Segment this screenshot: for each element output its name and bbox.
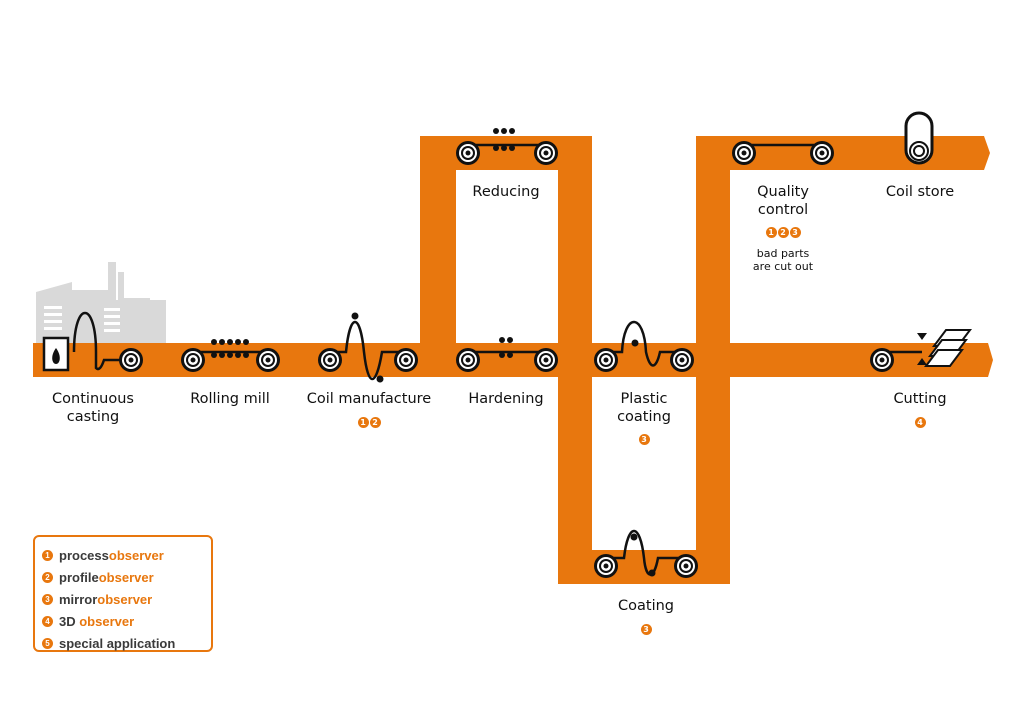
marker-profileobserver: 2: [369, 417, 381, 428]
station-label-cutting: Cutting: [893, 391, 947, 407]
coil-roller-icon: [683, 563, 689, 569]
cutting-icon: [917, 329, 972, 367]
marker-mirrorobserver: 3: [638, 434, 650, 445]
station-label-rolling-mill: Rolling mill: [190, 391, 270, 407]
marker-processobserver: 1: [765, 227, 777, 238]
markers-plastic-coating: 3: [594, 434, 694, 445]
coil-roller-icon: [465, 150, 471, 156]
coil-roller-icon: [190, 357, 196, 363]
coil-roller-icon: [327, 357, 333, 363]
legend-number: 2: [42, 571, 53, 583]
factory-icon: [36, 262, 166, 344]
coil-roller-icon: [819, 150, 825, 156]
coil-roller-icon: [465, 357, 471, 363]
legend-number: 1: [42, 549, 53, 561]
coil-roller-icon: [543, 150, 549, 156]
station-label-reducing: Reducing: [472, 184, 540, 200]
coil-roller-icon: [679, 357, 685, 363]
station-label-coil-store: Coil store: [885, 184, 955, 200]
station-label-hardening: Hardening: [468, 391, 544, 407]
marker-mirrorobserver: 3: [640, 624, 652, 635]
coil-roller-icon: [128, 357, 134, 363]
roller-dots: [211, 128, 656, 577]
station-label-coil-manufacture: Coil manufacture: [306, 391, 432, 407]
coil-store-icon: [904, 111, 934, 165]
coil-roller-icon: [543, 357, 549, 363]
markers-coil-manufacture: 1 2: [304, 417, 434, 428]
legend-number: 5: [42, 637, 53, 649]
coil-roller-icon: [603, 563, 609, 569]
coil-roller-icon: [603, 357, 609, 363]
marker-3d-observer: 4: [914, 417, 926, 428]
marker-mirrorobserver: 3: [789, 227, 801, 238]
ladle-icon: [42, 336, 70, 372]
marker-processobserver: 1: [357, 417, 369, 428]
legend-number: 4: [42, 615, 53, 627]
coil-roller-icon: [879, 357, 885, 363]
coil-roller-icon: [741, 150, 747, 156]
station-label-coating: Coating: [618, 598, 674, 614]
markers-cutting: 4: [870, 417, 970, 428]
marker-profileobserver: 2: [777, 227, 789, 238]
coil-roller-icon: [265, 357, 271, 363]
coil-rollers: [119, 141, 894, 578]
process-band: [33, 136, 993, 584]
markers-coating: 3: [596, 624, 696, 635]
legend-number: 3: [42, 593, 53, 605]
coil-roller-icon: [403, 357, 409, 363]
markers-quality-control: 1 2 3: [733, 227, 833, 238]
